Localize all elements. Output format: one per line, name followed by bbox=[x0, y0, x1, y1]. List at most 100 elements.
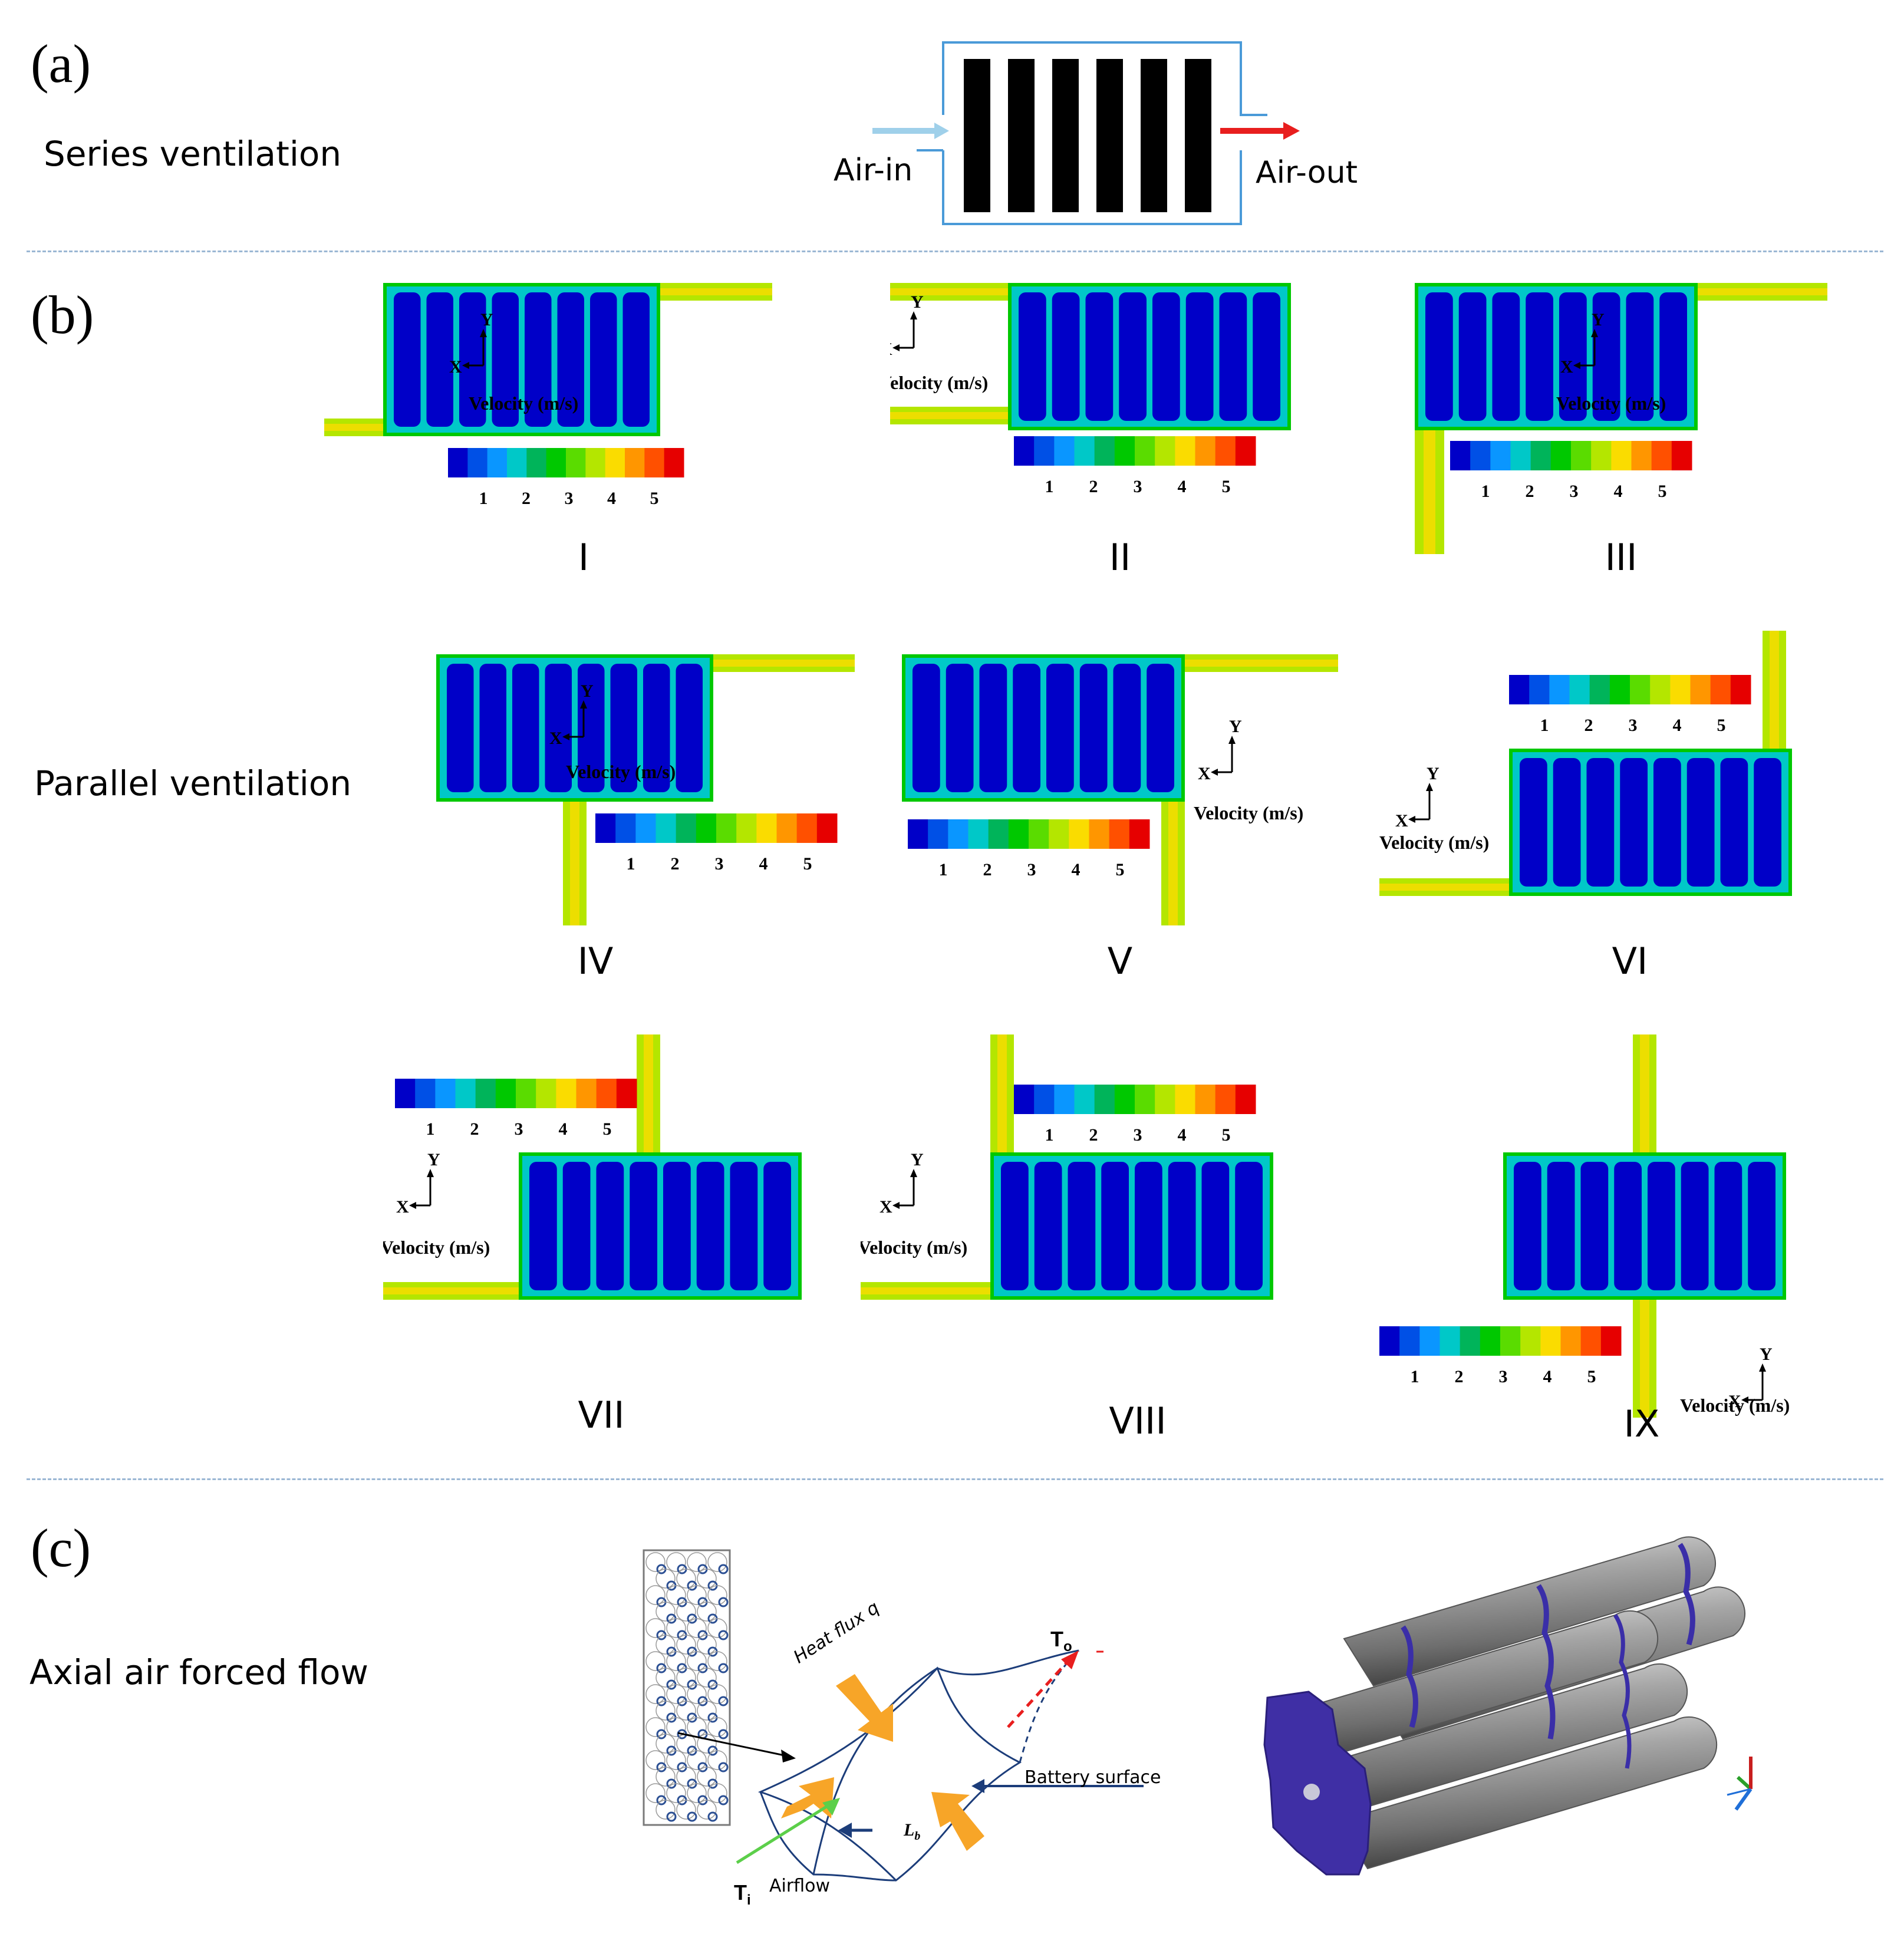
battery-cell bbox=[610, 664, 637, 792]
colorbar-segment bbox=[1580, 1326, 1602, 1356]
colorbar-segment bbox=[1135, 436, 1155, 466]
colorbar-segment bbox=[1379, 1326, 1400, 1356]
colorbar-tick-label: 4 bbox=[1178, 1125, 1187, 1145]
colorbar-tick-label: 2 bbox=[1089, 1125, 1098, 1145]
colorbar-segment bbox=[1730, 675, 1751, 704]
battery-cell bbox=[1592, 292, 1620, 421]
colorbar-segment bbox=[816, 813, 838, 843]
x-axis-label: X bbox=[449, 357, 462, 377]
duct-core bbox=[1640, 1034, 1649, 1164]
y-axis-label: Y bbox=[1427, 764, 1439, 783]
cell-outline bbox=[687, 1684, 707, 1704]
colorbar-segment bbox=[1571, 441, 1592, 470]
y-axis-label: Y bbox=[911, 1150, 924, 1169]
x-axis-arrow bbox=[1573, 362, 1580, 369]
battery-cell bbox=[1492, 292, 1520, 421]
panel-a-label: (a) bbox=[31, 34, 91, 94]
colorbar-tick-label: 4 bbox=[759, 854, 768, 874]
case-label-I: I bbox=[578, 536, 589, 579]
colorbar-tick-label: 3 bbox=[1499, 1367, 1508, 1386]
colorbar-segment bbox=[756, 813, 777, 843]
cell-outline bbox=[697, 1635, 717, 1655]
colorbar-segment bbox=[1609, 675, 1630, 704]
colorbar-segment bbox=[948, 819, 969, 849]
series-ventilation-diagram bbox=[872, 41, 1300, 225]
y-axis-arrow bbox=[1591, 329, 1598, 337]
velocity-unit-label: Velocity (m/s) bbox=[1556, 393, 1666, 414]
battery-cell bbox=[1754, 758, 1781, 887]
cell-outline bbox=[707, 1717, 727, 1737]
battery-cell bbox=[1113, 664, 1141, 792]
battery-cell bbox=[479, 664, 506, 792]
duct-core bbox=[997, 1034, 1007, 1164]
colorbar-segment bbox=[1509, 675, 1530, 704]
x-axis-label: X bbox=[890, 340, 892, 359]
colorbar-segment bbox=[796, 813, 818, 843]
cell-outline bbox=[655, 1569, 676, 1589]
colorbar-tick-label: 3 bbox=[565, 489, 574, 508]
y-axis-label: Y bbox=[1229, 717, 1242, 736]
x-axis-arrow bbox=[1741, 1396, 1748, 1403]
flow-channel-marker bbox=[718, 1630, 729, 1640]
colorbar-segment bbox=[644, 448, 665, 477]
y-axis-label: Y bbox=[1760, 1345, 1773, 1364]
colorbar-segment bbox=[1114, 436, 1135, 466]
panel-c-label: (c) bbox=[31, 1518, 91, 1578]
airflow-label: Airflow bbox=[769, 1876, 830, 1896]
colorbar-segment bbox=[475, 1079, 496, 1108]
battery-cell bbox=[1547, 1162, 1575, 1290]
cell-outline bbox=[676, 1635, 696, 1655]
cell-outline bbox=[655, 1635, 676, 1655]
colorbar-segment bbox=[1235, 436, 1256, 466]
colorbar-segment bbox=[1175, 1085, 1195, 1114]
battery-cell bbox=[1520, 758, 1547, 887]
cell-outline bbox=[655, 1734, 676, 1754]
x-axis-arrow bbox=[1211, 769, 1218, 776]
battery-cell bbox=[1079, 664, 1108, 792]
cell-outline bbox=[676, 1800, 696, 1820]
cell-outline bbox=[645, 1783, 666, 1803]
case-label-VI: VI bbox=[1612, 940, 1648, 983]
cell-outline bbox=[707, 1750, 727, 1770]
flow-channel-marker bbox=[707, 1811, 718, 1822]
colorbar-segment bbox=[1630, 675, 1651, 704]
colorbar-tick-label: 4 bbox=[1614, 482, 1623, 501]
case-label-VIII: VIII bbox=[1109, 1399, 1167, 1442]
battery-cell bbox=[1096, 59, 1123, 212]
battery-cell bbox=[1068, 1162, 1096, 1290]
velocity-unit-label: Velocity (m/s) bbox=[861, 1237, 967, 1258]
colorbar-segment bbox=[1569, 675, 1590, 704]
colorbar-segment bbox=[1135, 1085, 1155, 1114]
battery-cell bbox=[557, 292, 584, 427]
t-in-label: Ti bbox=[734, 1880, 751, 1909]
colorbar-segment bbox=[1195, 1085, 1216, 1114]
colorbar-segment bbox=[1155, 1085, 1175, 1114]
battery-cell bbox=[1653, 758, 1681, 887]
colorbar-segment bbox=[467, 448, 488, 477]
colorbar-segment bbox=[585, 448, 606, 477]
battery-cell bbox=[1019, 292, 1046, 421]
battery-cell bbox=[426, 292, 453, 427]
cell-outline bbox=[697, 1602, 717, 1622]
colorbar-segment bbox=[1399, 1326, 1420, 1356]
colorbar-segment bbox=[1690, 675, 1711, 704]
colorbar-segment bbox=[1460, 1326, 1481, 1356]
colorbar-segment bbox=[605, 448, 625, 477]
colorbar-segment bbox=[1014, 1085, 1035, 1114]
x-axis-arrow bbox=[462, 362, 469, 369]
battery-cell bbox=[578, 664, 605, 792]
cell-outline bbox=[655, 1602, 676, 1622]
colorbar-segment bbox=[1439, 1326, 1461, 1356]
battery-cell bbox=[1001, 1162, 1029, 1290]
colorbar-tick-label: 1 bbox=[627, 854, 635, 874]
battery-cell bbox=[979, 664, 1007, 792]
axis-indicator: YX bbox=[1395, 764, 1439, 831]
battery-cell bbox=[1085, 292, 1114, 421]
cell-outline bbox=[666, 1717, 686, 1737]
colorbar-tick-label: 4 bbox=[607, 489, 616, 508]
cell-outline bbox=[645, 1684, 666, 1704]
colorbar-segment bbox=[1670, 675, 1691, 704]
x-axis-arrow bbox=[1408, 816, 1415, 823]
